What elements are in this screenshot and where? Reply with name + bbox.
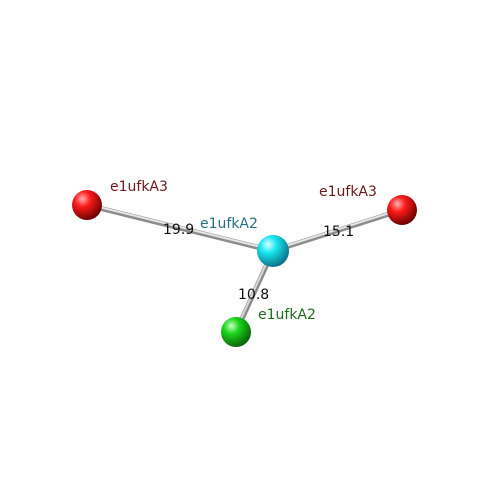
atom-label-left: e1ufkA3	[110, 179, 168, 195]
atom-label-center: e1ufkA2	[200, 216, 258, 232]
atom-label-bottom: e1ufkA2	[258, 307, 316, 323]
distance-label-right: 15.1	[323, 224, 354, 240]
distance-label-left: 19.9	[163, 222, 194, 238]
bond-center-right	[270, 207, 405, 254]
atom-bottom-green[interactable]	[221, 317, 251, 347]
atom-right-red[interactable]	[387, 195, 417, 225]
atom-label-right: e1ufkA3	[319, 184, 377, 200]
distance-label-bottom: 10.8	[238, 287, 269, 303]
atom-center-cyan[interactable]	[257, 235, 289, 267]
atom-left-red[interactable]	[72, 190, 102, 220]
bond-center-left	[84, 202, 276, 254]
